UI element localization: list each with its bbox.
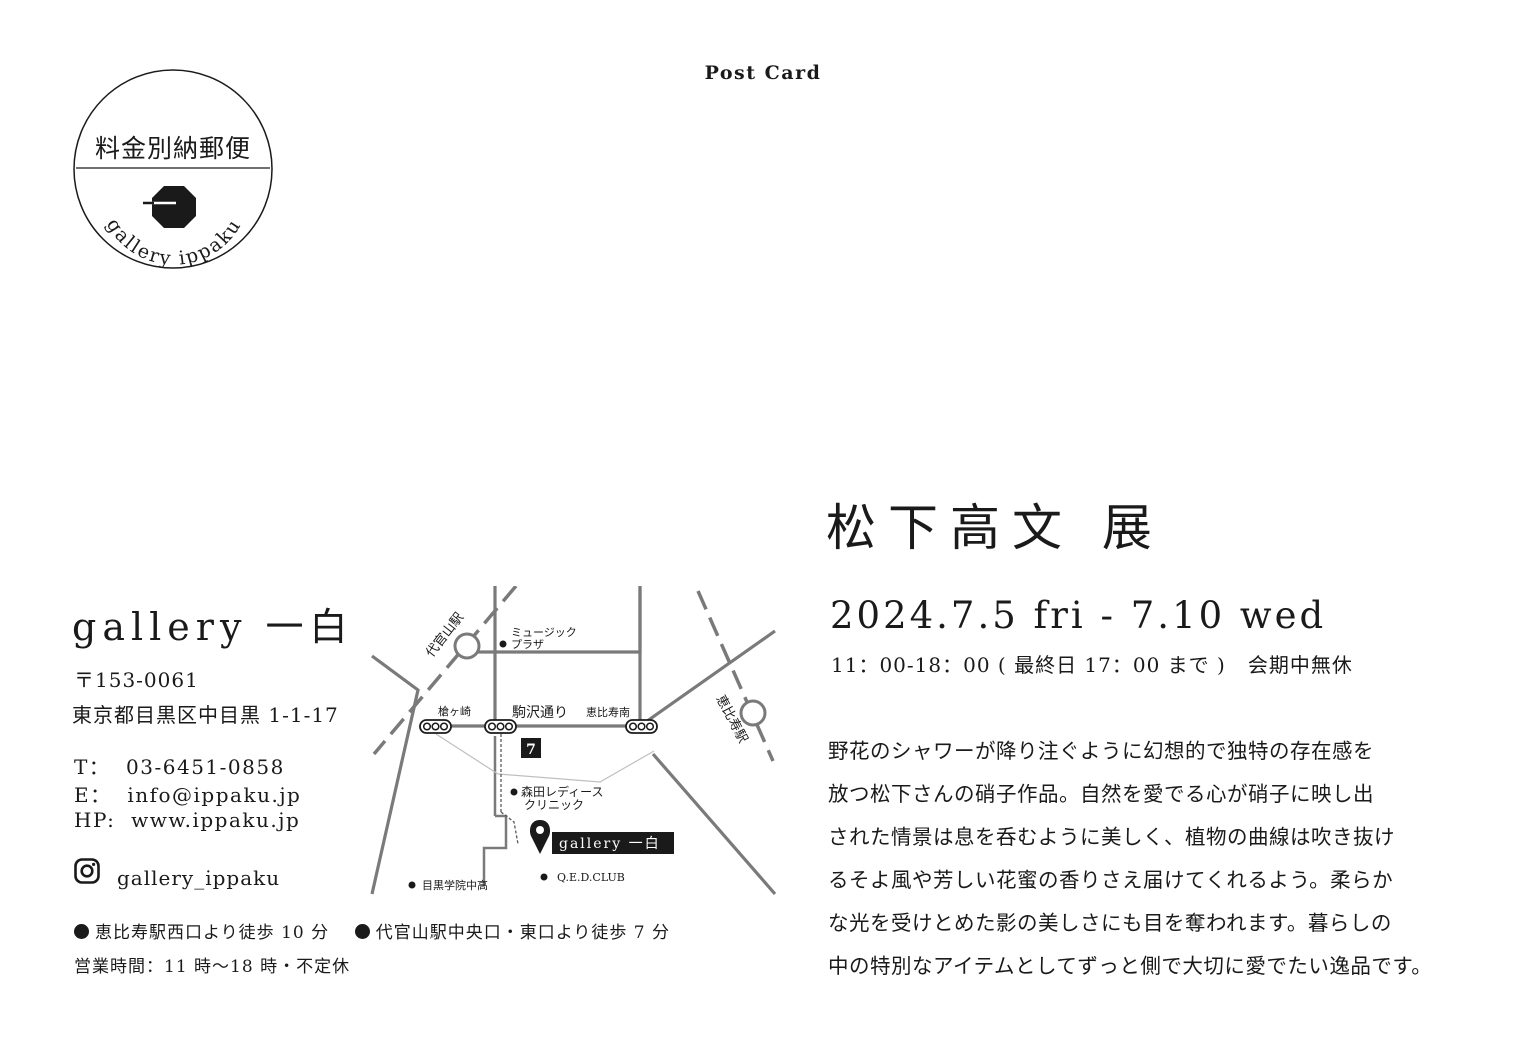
music-plaza-label: プラザ bbox=[511, 638, 544, 651]
gallery-name: gallery 一白 bbox=[72, 605, 354, 649]
event-hours: 11：00-18：00 ( 最終日 17：00 まで ) 会期中無休 bbox=[831, 653, 1353, 677]
railway-line bbox=[372, 586, 518, 756]
station-ebisu-icon bbox=[739, 699, 767, 727]
access-daikanyama: 代官山駅中央口・東口より徒歩 7 分 bbox=[375, 923, 671, 943]
qed-club-label: Q.E.D.CLUB bbox=[557, 871, 625, 884]
phone-number: T： 03-6451-0858 bbox=[74, 755, 285, 779]
event-title: 松下高文 展 bbox=[826, 499, 1164, 557]
map-gallery-tag bbox=[552, 832, 674, 854]
email-address: E： info@ippaku.jp bbox=[74, 783, 302, 807]
event-description: 野花のシャワーが降り注ぐように幻想的で独特の存在感を 放つ松下さんの硝子作品。自… bbox=[828, 730, 1468, 988]
location-pin-icon bbox=[529, 820, 551, 854]
svg-text:7: 7 bbox=[526, 742, 536, 758]
poi-dot bbox=[510, 788, 518, 796]
description-line: るそよ風や芳しい花蜜の香りさえ届けてくれるよう。柔らか bbox=[828, 868, 1394, 892]
instagram-handle: gallery_ippaku bbox=[117, 866, 281, 890]
postage-stamp: 料金別納郵便 gallery ippaku bbox=[73, 69, 273, 270]
map-road bbox=[482, 814, 508, 886]
access-map: 7 代官山駅 恵比寿駅 ミュージック プラザ 槍ヶ崎 駒沢通り 恵比寿南 森田レ… bbox=[370, 586, 777, 896]
station-daikanyama-icon bbox=[453, 632, 481, 660]
ebisu-minami-label: 恵比寿南 bbox=[586, 705, 630, 719]
railway-line bbox=[696, 590, 775, 762]
description-line: 野花のシャワーが降り注ぐように幻想的で独特の存在感を bbox=[828, 739, 1374, 763]
access-directions: 恵比寿駅西口より徒歩 10 分 代官山駅中央口・東口より徒歩 7 分 bbox=[74, 918, 670, 943]
walking-path bbox=[435, 733, 655, 783]
bullet-icon bbox=[74, 924, 89, 939]
clinic-label: 森田レディース bbox=[521, 784, 604, 799]
stamp-text: 料金別納郵便 bbox=[95, 134, 251, 163]
map-road bbox=[370, 654, 420, 895]
komazawa-dori-label: 駒沢通り bbox=[512, 705, 568, 721]
traffic-signal-icon bbox=[484, 719, 517, 734]
poi-dot bbox=[408, 881, 416, 889]
description-line: な光を受けとめた影の美しさにも目を奪われます。暮らしの bbox=[828, 911, 1392, 935]
clinic-label: クリニック bbox=[524, 798, 584, 812]
traffic-signal-icon bbox=[625, 719, 658, 734]
map-road bbox=[651, 752, 777, 896]
description-line: 放つ松下さんの硝子作品。自然を愛でる心が硝子に映し出 bbox=[828, 782, 1374, 806]
access-ebisu: 恵比寿駅西口より徒歩 10 分 bbox=[95, 923, 330, 943]
gallery-logo-icon bbox=[143, 186, 196, 228]
bullet-icon bbox=[354, 924, 370, 939]
instagram-icon bbox=[74, 858, 100, 884]
description-line: された情景は息を呑むように美しく、植物の曲線は吹き抜け bbox=[828, 825, 1395, 849]
description-line: 中の特別なアイテムとしてずっと側で大切に愛でたい逸品です。 bbox=[828, 954, 1433, 978]
gallery-address: 東京都目黒区中目黒 1-1-17 bbox=[72, 703, 339, 727]
business-hours: 営業時間：11 時〜18 時・不定休 bbox=[74, 957, 351, 977]
poi-dot bbox=[499, 640, 507, 648]
traffic-signal-icon bbox=[419, 719, 452, 734]
yarigasaki-label: 槍ヶ崎 bbox=[438, 704, 471, 718]
walking-path bbox=[500, 811, 519, 845]
poi-dot bbox=[540, 873, 548, 881]
music-plaza-label: ミュージック bbox=[511, 626, 577, 639]
postcard-header: Post Card bbox=[704, 62, 822, 84]
postal-code: 〒153-0061 bbox=[74, 668, 199, 692]
convenience-store-icon: 7 bbox=[521, 738, 541, 758]
school-label: 目黒学院中高 bbox=[422, 878, 488, 892]
event-dates: 2024.7.5 fri - 7.10 wed bbox=[830, 594, 1327, 637]
map-gallery-label: gallery 一白 bbox=[559, 836, 661, 852]
website-url: HP: www.ippaku.jp bbox=[74, 808, 301, 832]
